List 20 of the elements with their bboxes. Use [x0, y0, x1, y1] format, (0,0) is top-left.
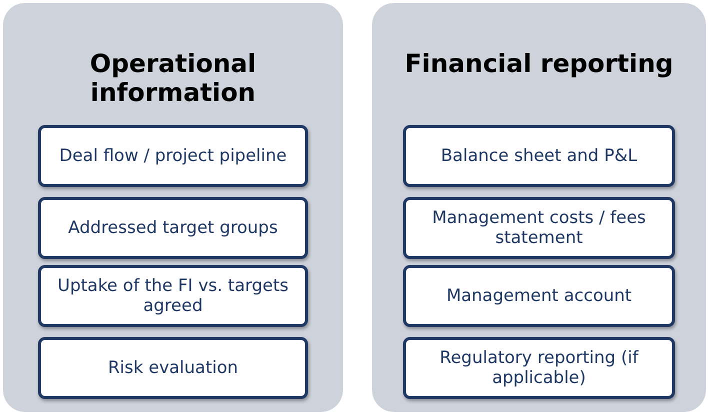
info-box: [403, 197, 675, 259]
info-box: [403, 265, 675, 327]
box-text: Management account: [446, 286, 632, 306]
info-box: [38, 197, 308, 259]
info-box: [38, 337, 308, 399]
box-text: Uptake of the FI vs. targets agreed: [56, 276, 290, 316]
info-box: [38, 265, 308, 327]
info-box: [403, 337, 675, 399]
panel-title: Operational information: [88, 49, 258, 107]
box-text: Risk evaluation: [108, 358, 238, 378]
box-text: Deal flow / project pipeline: [59, 146, 287, 166]
box-text: Balance sheet and P&L: [440, 146, 638, 166]
info-box: [38, 125, 308, 187]
box-text: Addressed target groups: [68, 218, 278, 238]
info-box: [403, 125, 675, 187]
category-panel: [3, 3, 343, 412]
panel-title: Financial reporting: [404, 49, 674, 78]
category-panel: [372, 3, 706, 412]
box-text: Management costs / fees statement: [431, 208, 647, 248]
box-text: Regulatory reporting (if applicable): [438, 348, 640, 388]
